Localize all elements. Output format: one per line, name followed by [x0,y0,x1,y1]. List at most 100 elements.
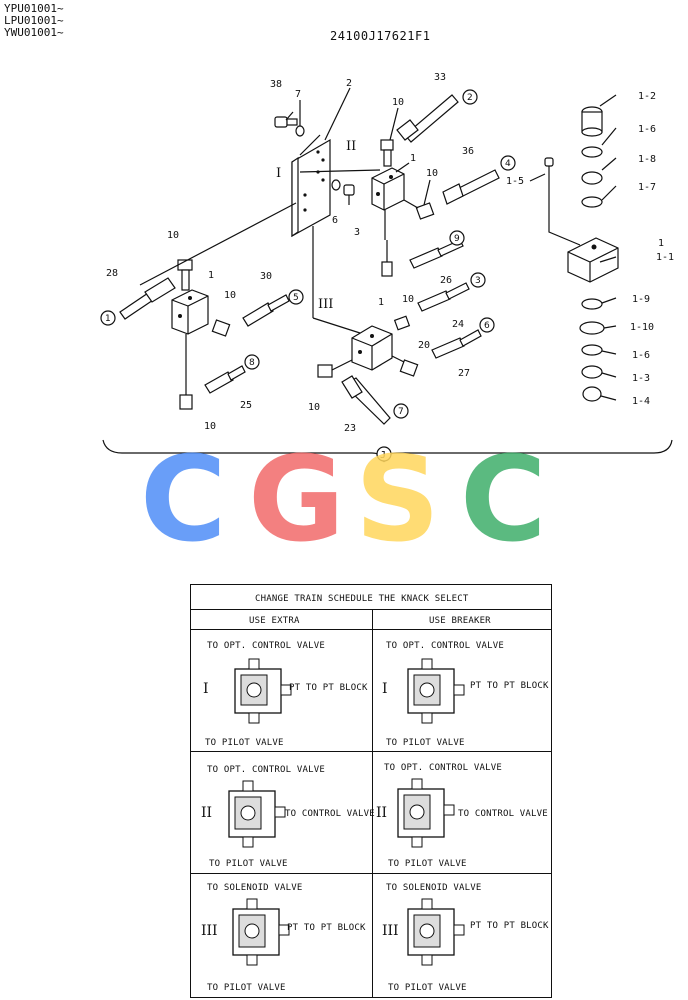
watermark-letter: S [355,450,440,550]
cell-side-label: TO CONTROL VALVE [285,809,375,819]
hose-23 [341,375,391,425]
fitting-25 [204,365,246,394]
group-brace [102,439,673,463]
fitting-27 [431,329,482,359]
part-label: 6 [332,215,338,226]
watermark-letter: G [248,450,345,550]
bolt-3 [331,179,355,205]
part-label: 2 [346,78,352,89]
fitting-30 [242,294,290,327]
circled-ref: 5 [293,293,299,303]
row-roman: I [382,681,388,697]
row-roman: III [201,923,218,939]
part-label: 10 [224,290,236,301]
table-cell-breaker-I: TO OPT. CONTROL VALVE I PT TO PT BLOCK T… [372,629,551,751]
part-label: 36 [462,146,474,157]
knack-select-table: CHANGE TRAIN SCHEDULE THE KNACK SELECT U… [190,584,552,998]
part-label: 10 [426,168,438,179]
bracket-plate [291,138,331,238]
circled-ref: 8 [249,358,255,368]
cell-side-label: PT TO PT BLOCK [289,683,368,693]
part-label: 27 [458,368,470,379]
table-cell-extra-III: TO SOLENOID VALVE III PT TO PT BLOCK TO … [191,873,372,997]
serial-range: YPU01001~ [4,2,64,15]
circled-ref: 2 [467,93,473,103]
part-label: 1-10 [630,322,654,333]
part-label: 1 [208,270,214,281]
part-label: 1-2 [638,91,656,102]
part-label: 1-6 [632,350,650,361]
cell-side-label: PT TO PT BLOCK [470,921,549,931]
hose-36 [442,169,500,205]
column-header-breaker: USE BREAKER [429,616,491,626]
roman-label: III [318,297,333,312]
cell-bottom-label: TO PILOT VALVE [205,738,284,748]
cell-top-label: TO OPT. CONTROL VALVE [207,641,325,651]
part-label: 23 [344,423,356,434]
roman-label: II [346,139,356,154]
part-label: 25 [240,400,252,411]
group-label-circle [376,446,392,462]
part-label: 1-8 [638,154,656,165]
cell-side-label: PT TO PT BLOCK [287,923,366,933]
circled-ref: 7 [398,407,404,417]
part-label: 10 [204,421,216,432]
part-label: 1-7 [638,182,656,193]
cell-bottom-label: TO PILOT VALVE [386,738,465,748]
circled-ref: 4 [505,159,511,169]
serial-ranges: YPU01001~ LPU01001~ YWU01001~ [4,3,64,39]
hose-28 [119,277,176,320]
valve-block-icon [232,898,290,966]
table-cell-extra-II: TO OPT. CONTROL VALVE II TO CONTROL VALV… [191,751,375,873]
valve-block-icon [228,780,286,848]
cell-bottom-label: TO PILOT VALVE [207,983,286,993]
row-roman: II [201,805,213,821]
part-label: 28 [106,268,118,279]
valve-block-III [317,315,419,378]
row-roman: I [203,681,209,697]
part-label: 1-4 [632,396,650,407]
part-label: 1-1 [656,252,674,263]
cell-top-label: TO OPT. CONTROL VALVE [386,641,504,651]
part-label: 26 [440,275,452,286]
circled-ref: 9 [454,234,460,244]
cell-top-label: TO SOLENOID VALVE [207,883,303,893]
valve-block-II [371,139,435,277]
part-label: 33 [434,72,446,83]
cell-top-label: TO SOLENOID VALVE [386,883,482,893]
cell-side-label: PT TO PT BLOCK [470,681,549,691]
row-roman: II [376,805,388,821]
circled-ref: 1 [105,314,111,324]
circled-ref: 3 [475,276,481,286]
drawing-number: 24100J17621F1 [330,29,431,43]
part-label: 10 [308,402,320,413]
part-label: 20 [418,340,430,351]
part-label: 10 [402,294,414,305]
valve-block-I [171,259,231,410]
leader-lines [139,87,617,401]
cell-bottom-label: TO PILOT VALVE [388,983,467,993]
cgsc-watermark: C G S C [140,450,547,550]
watermark-letter: C [460,450,547,550]
part-labels: 38 7 2 10 33 1 36 10 1-5 3 6 10 28 1 10 … [106,72,674,434]
table-cell-breaker-II: TO OPT. CONTROL VALVE II TO CONTROL VALV… [372,751,551,873]
valve-block-icon [407,658,465,724]
part-label: 10 [167,230,179,241]
fitting-24 [417,282,470,312]
serial-range: YWU01001~ [4,26,64,39]
row-roman: III [382,923,399,939]
part-label: 24 [452,319,464,330]
circled-refs: 1 2 3 4 5 6 7 8 9 [100,89,516,419]
part-label: 30 [260,271,272,282]
valve-block-icon [397,778,455,848]
watermark-letter: C [140,450,227,550]
part-label: 1-5 [506,176,524,187]
part-label: 1 [410,153,416,164]
group-label: J [380,450,386,461]
valve-block-icon [234,658,292,724]
part-label: 1 [658,238,664,249]
circled-ref: 6 [484,321,490,331]
exploded-parts-diagram: J I II III 38 7 2 10 33 1 36 10 1-5 3 6 … [100,72,674,463]
part-label: 3 [354,227,360,238]
valve-block-icon [407,898,465,966]
